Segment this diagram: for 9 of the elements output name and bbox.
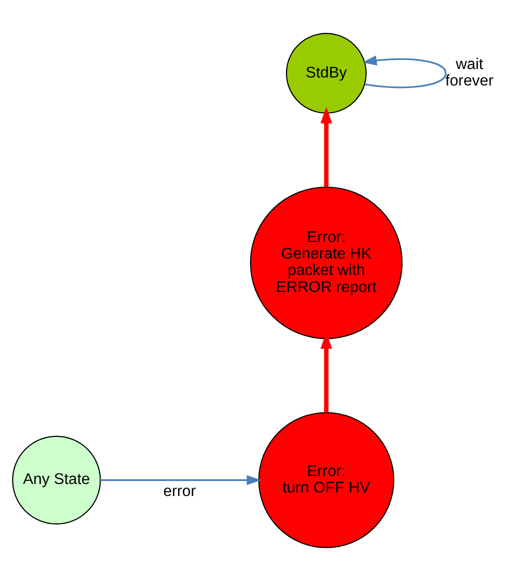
node-circle: StdBy: [286, 32, 367, 114]
arrow: [362, 56, 447, 88]
edge-label: error: [163, 482, 196, 500]
node-circle: Error: Generate HK packet with ERROR report: [250, 186, 403, 340]
node-circle: Any State: [12, 436, 101, 525]
arrow: [320, 106, 332, 187]
edge-label: wait forever: [445, 56, 494, 90]
node-circle: Error: turn OFF HV: [258, 412, 394, 548]
arrow: [100, 475, 262, 486]
